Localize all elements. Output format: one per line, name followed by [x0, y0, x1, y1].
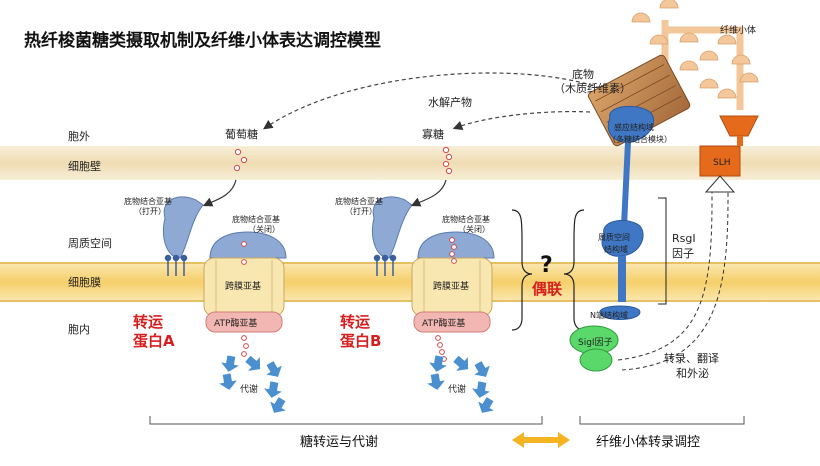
sbs-closed-label-b-1: 底物结合亚基	[442, 214, 490, 224]
rsgi-bracket	[658, 197, 667, 305]
peri-domain-label-1: 周质空间	[598, 232, 630, 242]
atpase-subunit-b	[413, 311, 491, 333]
metabolism-arrows-a	[219, 355, 286, 413]
sbs-closed-label-b-2: （关闭）	[458, 224, 490, 234]
bottom-bracket-right	[579, 416, 745, 425]
binding-subunit-closed-a	[209, 231, 287, 259]
metabolism-arrows-b	[427, 355, 494, 413]
rsgi-label-1: RsgI	[672, 232, 696, 245]
hydrolysate-arrow-oligo	[452, 110, 591, 130]
transcription-arrow-head	[704, 175, 736, 193]
atpase-label-b: ATP酶亚基	[422, 317, 465, 329]
transporter-a-label-1: 转运	[133, 313, 163, 331]
glucose-label: 葡萄糖	[225, 127, 258, 141]
rsgi-factor	[599, 105, 655, 320]
substrate-label-1: 底物	[572, 67, 594, 81]
sbs-open-label-b-1: 底物结合亚基	[335, 196, 383, 206]
transporter-a-label-2: 蛋白A	[133, 332, 175, 350]
tm-subunit-label-b: 跨膜亚基	[433, 280, 469, 292]
rsgi-tm-segment	[618, 256, 626, 302]
n-domain-label: N端结构域	[590, 310, 628, 320]
bottom-label-right: 纤维小体转录调控	[596, 435, 700, 450]
zone-label-outside: 胞外	[68, 130, 90, 143]
oligo-molecules-wall	[442, 146, 453, 175]
sbs-open-label-a-1: 底物结合亚基	[124, 196, 172, 206]
sbs-open-label-a-2: （打开）	[134, 206, 166, 216]
hydrolysate-label: 水解产物	[428, 95, 472, 109]
sensor-domain	[607, 105, 655, 143]
transcription-path-inner	[617, 190, 713, 361]
transporter-b-label-1: 转运	[340, 313, 370, 331]
n-terminal-domain	[599, 305, 641, 320]
transporter-b-label-2: 蛋白B	[340, 332, 381, 350]
bottom-bracket-left	[149, 416, 543, 425]
atpase-label-a: ATP酶亚基	[214, 317, 257, 329]
bottom-label-left: 糖转运与代谢	[300, 434, 378, 450]
sbs-closed-label-a-1: 底物结合亚基	[232, 214, 280, 224]
double-arrow	[512, 432, 570, 448]
cell-wall-band	[0, 146, 820, 180]
membrane-anchor-a	[164, 254, 188, 276]
metabolism-label-a: 代谢	[240, 383, 258, 395]
transcription-label-2: 和外泌	[676, 367, 709, 380]
hydrolysate-arrow-glucose	[263, 72, 601, 130]
membrane-anchor-b	[373, 254, 397, 276]
zone-label-inside: 胞内	[68, 322, 90, 336]
binding-subunit-open-a	[163, 196, 204, 259]
cellulosome-label: 纤维小体	[720, 24, 756, 36]
cell-membrane-band	[0, 262, 820, 302]
binding-subunit-open-b	[372, 196, 413, 259]
slh-domain	[699, 145, 741, 177]
tm-subunit-label-a: 跨膜亚基	[225, 280, 261, 292]
sigi-factor	[569, 325, 619, 372]
transcription-label-1: 转录、翻译	[664, 351, 719, 365]
sbs-closed-label-a-2: （关闭）	[248, 224, 280, 234]
oligo-label: 寡糖	[422, 127, 444, 141]
atpase-subunit-a	[205, 311, 283, 333]
coupling-label: 偶联	[532, 280, 563, 298]
sensor-label-2: （多糖结合模块）	[608, 134, 672, 144]
coupling-bracket-right	[563, 209, 585, 331]
slh-label: SLH	[713, 158, 731, 168]
diagram-title: 热纤梭菌糖类摄取机制及纤维小体表达调控模型	[24, 30, 381, 51]
transcription-path-outer	[621, 190, 729, 371]
zone-label-cell-wall: 细胞壁	[68, 159, 101, 173]
sbs-open-label-b-2: （打开）	[345, 206, 377, 216]
coupling-bracket-left	[511, 209, 533, 331]
zone-label-membrane: 细胞膜	[68, 276, 101, 289]
substrate-label-2: （木质纤维素）	[554, 82, 631, 95]
sigi-label: SigI因子	[578, 337, 613, 348]
cellulosome	[631, 0, 759, 177]
coupling-question-mark: ?	[540, 253, 553, 278]
peri-domain-label-2: 结构域	[604, 244, 628, 254]
sensor-label-1: 感应结构域	[614, 122, 654, 132]
transporter-a: 跨膜亚基 ATP酶亚基	[163, 179, 287, 357]
periplasmic-domain	[601, 219, 644, 257]
rsgi-label-2: 因子	[672, 247, 694, 260]
glucose-molecules-wall	[233, 148, 248, 172]
zone-label-periplasm: 周质空间	[68, 236, 112, 250]
transporter-b: 跨膜亚基 ATP酶亚基	[372, 179, 495, 362]
metabolism-label-b: 代谢	[448, 383, 466, 395]
